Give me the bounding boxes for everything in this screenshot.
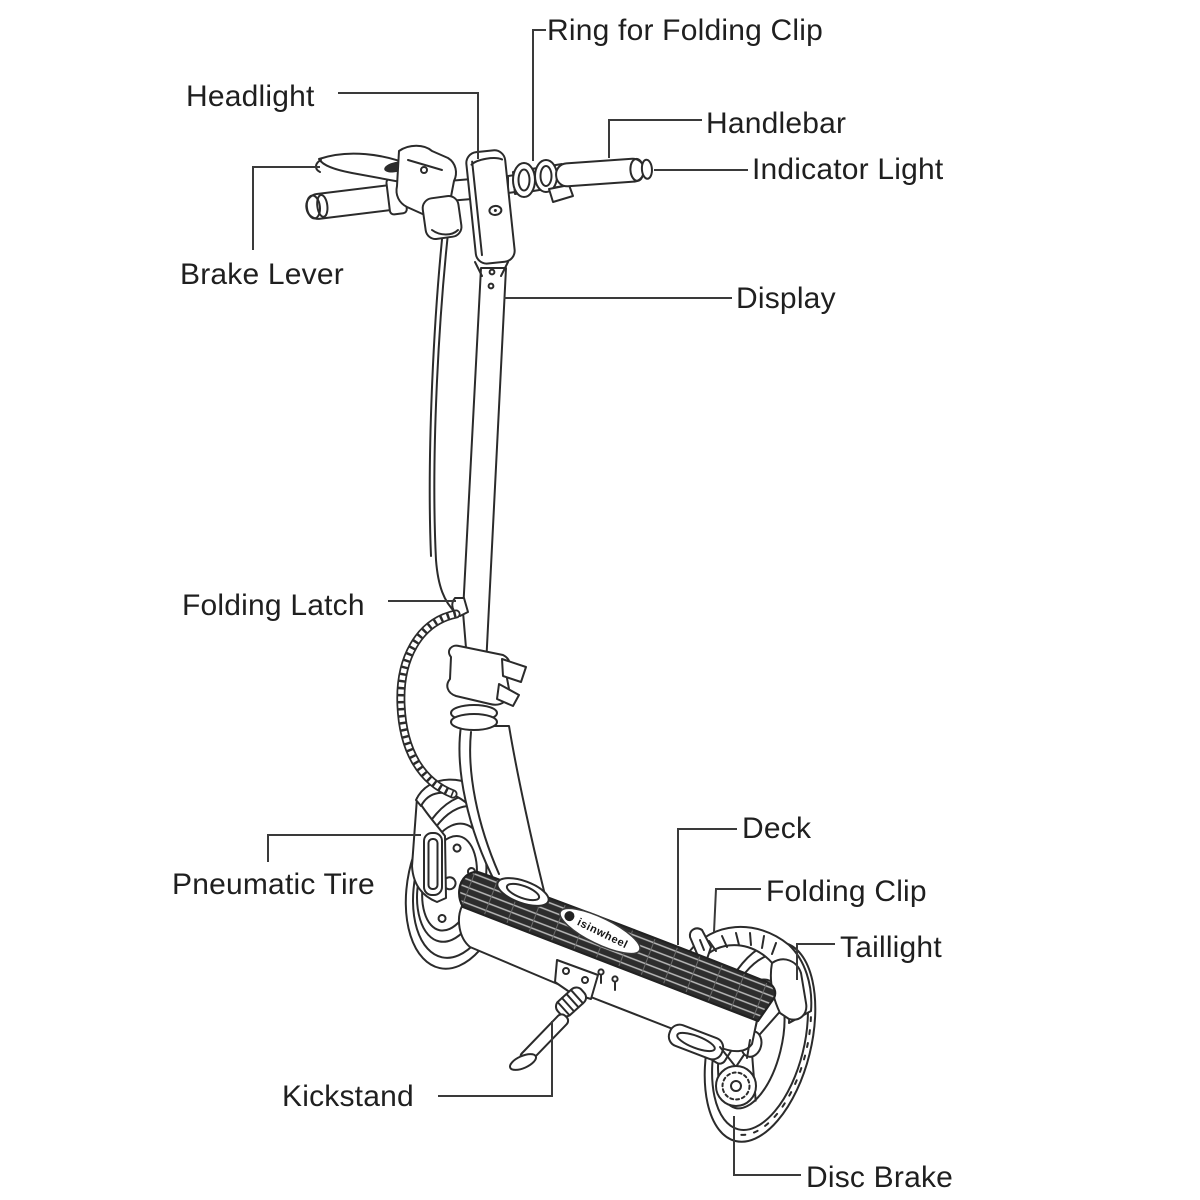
right-grip [555,157,653,188]
headlight-lens [470,157,504,166]
leader-folding-clip [713,888,761,933]
label-brake-lever: Brake Lever [180,258,344,291]
logo-dot-icon [564,911,575,922]
label-ring-for-folding-clip: Ring for Folding Clip [547,14,823,47]
leader-taillight [796,943,835,980]
front-reflector [423,832,443,896]
label-folding-latch: Folding Latch [182,589,365,622]
leader-headlight [338,92,479,159]
label-indicator-light: Indicator Light [752,153,944,186]
kickstand-assembly [508,959,599,1071]
label-kickstand: Kickstand [282,1080,414,1113]
stem [451,267,507,667]
handlebar-assembly [305,144,653,277]
scooter-illustration: isinwheel [305,144,817,1143]
brake-cable [396,214,461,799]
stem-head [465,149,516,265]
charge-port [667,1023,725,1061]
leader-ring-for-folding-clip [532,29,546,161]
brake-lever-housing [395,144,463,241]
kickstand-foot [508,1053,538,1071]
leader-pneumatic-tire [267,834,421,862]
indicator-light-cap [640,158,653,180]
leader-lines [252,29,835,1176]
label-disc-brake: Disc Brake [806,1161,953,1194]
label-deck: Deck [742,812,812,845]
label-handlebar: Handlebar [706,107,846,140]
label-taillight: Taillight [840,931,942,964]
leader-brake-lever [252,166,320,250]
label-folding-clip: Folding Clip [766,875,927,908]
part-labels: Ring for Folding Clip Headlight Handleba… [172,14,953,1194]
label-pneumatic-tire: Pneumatic Tire [172,868,375,901]
leader-kickstand [438,1021,553,1097]
deck-top: isinwheel [458,870,777,1023]
label-headlight: Headlight [186,80,315,113]
leader-deck [677,828,737,945]
deck-side [457,905,758,1067]
folding-latch-mechanism [446,644,527,731]
label-display: Display [736,282,836,315]
folding-clip-ring [512,159,574,203]
rear-fender [688,926,813,1024]
leader-disc-brake [733,1116,801,1176]
leader-handlebar [608,119,702,158]
cable-coil [397,611,457,797]
